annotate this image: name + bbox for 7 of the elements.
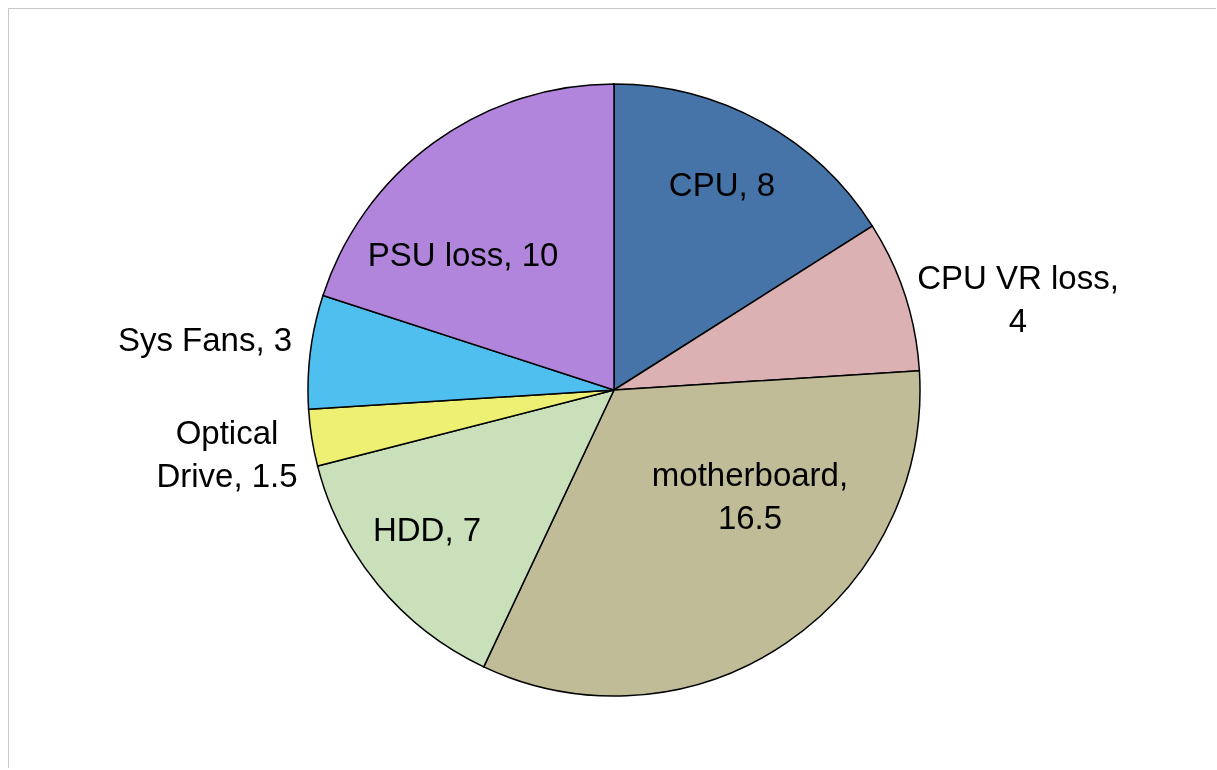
data-label: Optical Drive, 1.5 [155,413,299,496]
data-label: CPU, 8 [667,164,777,205]
data-label: CPU VR loss, 4 [916,258,1120,341]
data-label: Sys Fans, 3 [116,319,294,360]
data-label: PSU loss, 10 [366,234,560,275]
data-label: motherboard, 16.5 [650,455,850,538]
data-label: HDD, 7 [371,509,483,550]
